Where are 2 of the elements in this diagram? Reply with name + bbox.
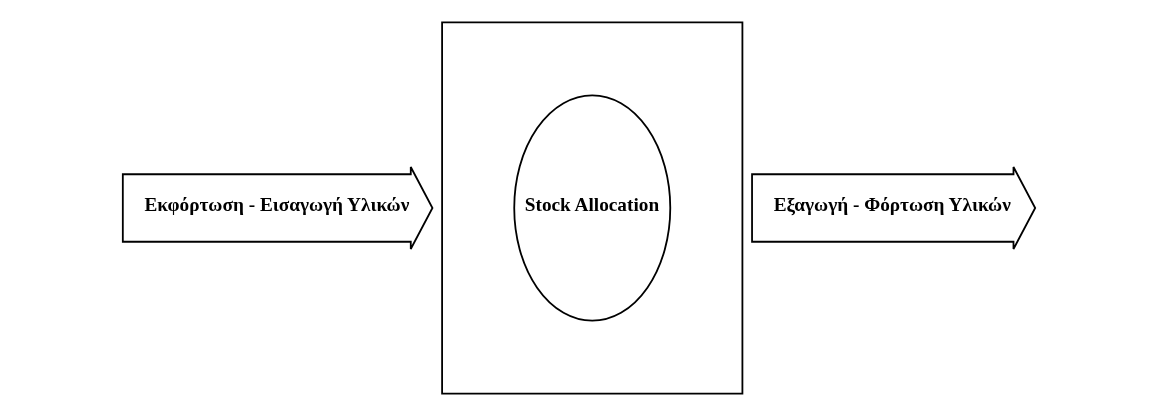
cluster — [441, 21, 744, 395]
node-ellipse: Stock Allocation — [513, 94, 672, 322]
